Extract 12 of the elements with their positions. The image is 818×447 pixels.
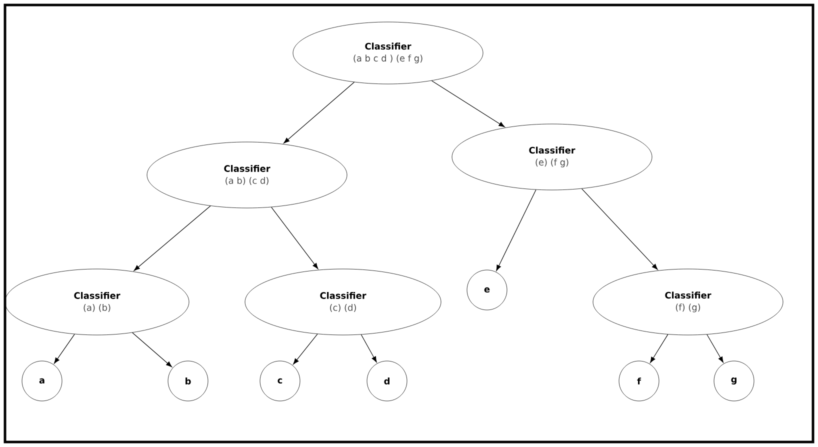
arrow — [293, 334, 318, 364]
arrow — [431, 80, 505, 128]
arrow — [132, 332, 172, 368]
arrow — [284, 82, 355, 144]
arrow — [54, 334, 75, 364]
arrow — [271, 206, 318, 270]
arrow — [581, 188, 658, 270]
arrow — [706, 334, 724, 363]
arrow — [360, 334, 377, 362]
arrow — [134, 206, 211, 271]
arrow — [650, 334, 668, 364]
arrow — [496, 189, 536, 271]
